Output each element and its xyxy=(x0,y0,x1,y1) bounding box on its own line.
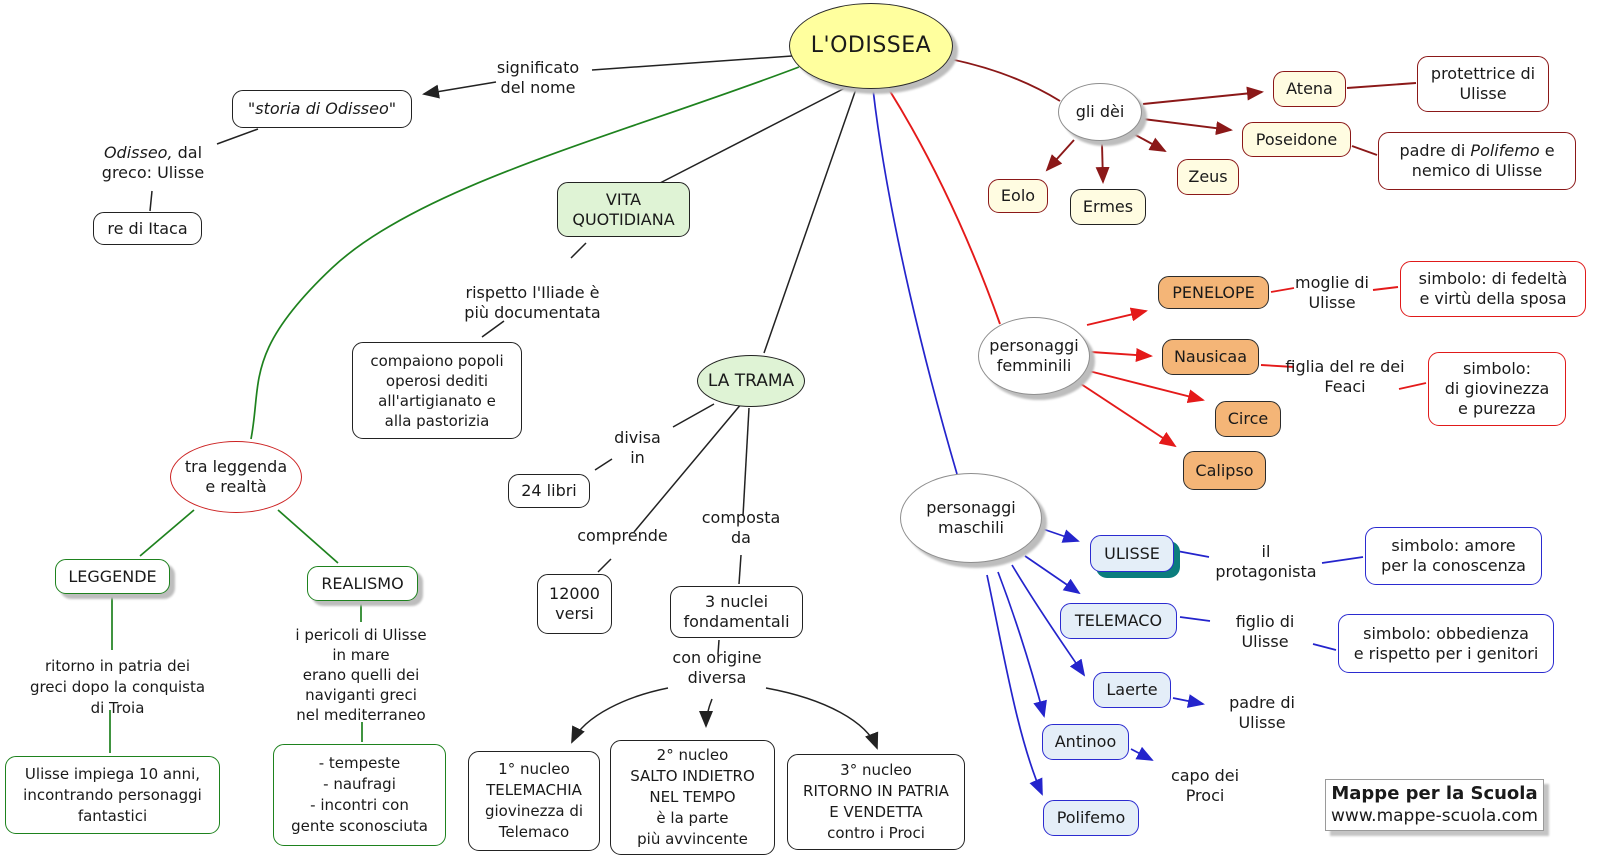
label-significato-del-nome: significato del nome xyxy=(496,58,580,97)
branding-box: Mappe per la Scuola www.mappe-scuola.com xyxy=(1325,779,1544,831)
node-poseidone: Poseidone xyxy=(1242,122,1351,157)
node-leggende: LEGGENDE xyxy=(55,559,170,594)
node-laerte: Laerte xyxy=(1093,672,1171,708)
node-telemaco: TELEMACO xyxy=(1060,603,1177,639)
node-24-libri: 24 libri xyxy=(508,474,590,508)
label-pericoli-di-ulisse: i pericoli di Ulisse in mare erano quell… xyxy=(295,626,427,724)
node-la-trama: LA TRAMA xyxy=(697,355,805,407)
node-nucleo-1: 1° nucleo TELEMACHIA giovinezza di Telem… xyxy=(468,751,600,851)
node-calipso: Calipso xyxy=(1183,451,1266,490)
central-node-odissea: L'ODISSEA xyxy=(789,3,953,89)
label-composta-da: composta da xyxy=(701,508,781,547)
node-antinoo: Antinoo xyxy=(1042,724,1129,760)
branding-url: www.mappe-scuola.com xyxy=(1331,806,1538,826)
node-penelope: PENELOPE xyxy=(1158,276,1269,309)
node-simbolo-giovinezza: simbolo: di giovinezza e purezza xyxy=(1428,352,1566,426)
node-realismo: REALISMO xyxy=(307,566,418,601)
node-ulisse-10-anni: Ulisse impiega 10 anni, incontrando pers… xyxy=(5,756,220,834)
label-divisa-in: divisa in xyxy=(614,428,661,467)
node-personaggi-femminili: personaggi femminili xyxy=(978,317,1090,395)
node-re-di-itaca: re di Itaca xyxy=(93,212,202,245)
node-tempeste-naufragi: - tempeste - naufragi - incontri con gen… xyxy=(273,744,446,846)
node-nausicaa: Nausicaa xyxy=(1162,339,1259,375)
node-atena: Atena xyxy=(1273,71,1346,107)
node-simbolo-fedelta: simbolo: di fedeltà e virtù della sposa xyxy=(1400,261,1586,317)
node-gli-dei: gli dèi xyxy=(1058,83,1142,141)
label-capo-dei-proci: capo dei Proci xyxy=(1170,766,1240,805)
label-ritorno-in-patria: ritorno in patria dei greci dopo la conq… xyxy=(29,657,206,717)
node-tra-leggenda-e-realta: tra leggenda e realtà xyxy=(170,441,302,513)
label-il-protagonista: il protagonista xyxy=(1215,542,1317,581)
node-nucleo-3: 3° nucleo RITORNO IN PATRIA E VENDETTA c… xyxy=(787,754,965,850)
node-simbolo-obbedienza: simbolo: obbedienza e rispetto per i gen… xyxy=(1338,614,1554,673)
node-personaggi-maschili: personaggi maschili xyxy=(900,473,1042,563)
label-figlio-di-ulisse: figlio di Ulisse xyxy=(1235,612,1295,651)
odisseo-line2: greco: Ulisse xyxy=(101,163,205,182)
node-ulisse: ULISSE xyxy=(1090,535,1174,572)
label-figlia-del-re: figlia del re dei Feaci xyxy=(1285,357,1405,396)
label-padre-di-ulisse: padre di Ulisse xyxy=(1229,693,1295,732)
node-12000-versi: 12000 versi xyxy=(537,574,612,634)
node-eolo: Eolo xyxy=(988,179,1048,213)
node-storia-di-odisseo: "storia di Odisseo" xyxy=(232,90,412,128)
node-polifemo: Polifemo xyxy=(1043,800,1139,836)
node-3-nuclei: 3 nuclei fondamentali xyxy=(670,586,803,638)
node-protettrice-di-ulisse: protettrice di Ulisse xyxy=(1417,56,1549,112)
node-nucleo-2: 2° nucleo SALTO INDIETRO NEL TEMPO è la … xyxy=(610,740,775,855)
branding-title: Mappe per la Scuola xyxy=(1331,783,1538,804)
node-zeus: Zeus xyxy=(1177,159,1239,195)
node-ermes: Ermes xyxy=(1070,189,1146,225)
label-rispetto-iliade: rispetto l'Iliade è più documentata xyxy=(464,283,601,322)
odisseo-italic: Odisseo, xyxy=(103,143,173,162)
label-moglie-di-ulisse: moglie di Ulisse xyxy=(1295,273,1369,312)
node-compaiono-popoli: compaiono popoli operosi dediti all'arti… xyxy=(352,342,522,439)
label-comprende: comprende xyxy=(577,526,668,545)
odisseo-rest: dal xyxy=(172,143,203,162)
label-con-origine-diversa: con origine diversa xyxy=(672,648,762,687)
node-simbolo-amore: simbolo: amore per la conoscenza xyxy=(1365,527,1542,585)
node-vita-quotidiana: VITA QUOTIDIANA xyxy=(557,182,690,237)
node-circe: Circe xyxy=(1215,401,1281,437)
